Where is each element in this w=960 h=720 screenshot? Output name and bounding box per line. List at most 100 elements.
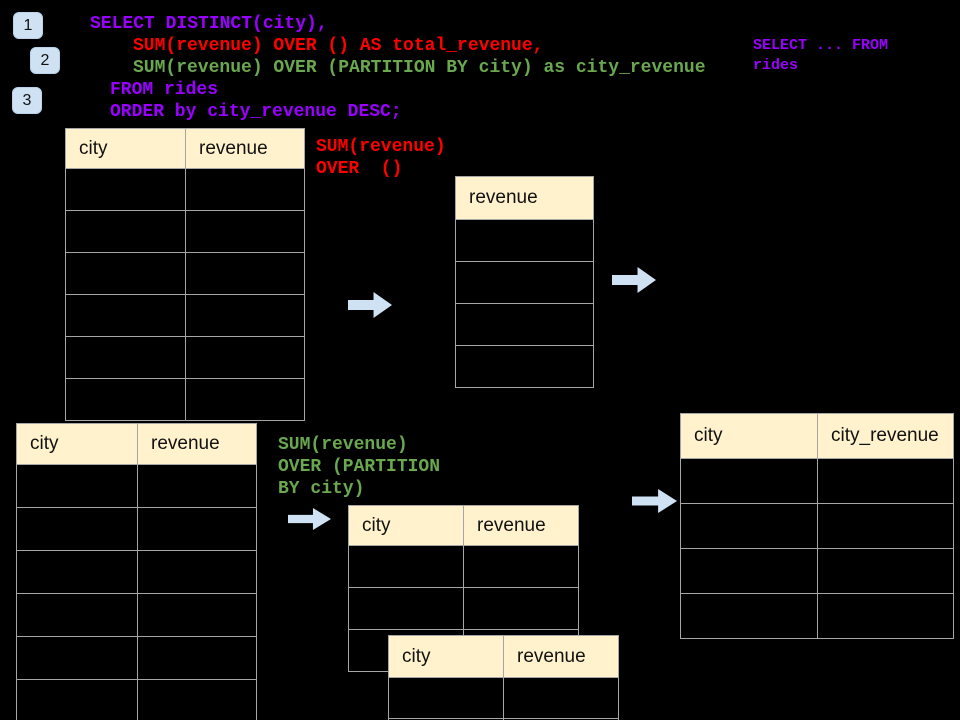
column-header-city: city [66,129,186,168]
empty-table-row [456,346,593,387]
empty-table-row [389,678,618,719]
table-result: city city_revenue [680,413,954,639]
empty-cell [66,337,186,378]
table-header-row: city revenue [17,424,256,465]
snippet-select-from: SELECT ... FROM [753,37,889,54]
empty-cell [456,346,593,387]
sql-line-sum-partition: SUM(revenue) OVER (PARTITION BY city) as… [133,58,706,78]
annotation-total-line1: SUM(revenue) [316,137,446,157]
table-header-row: revenue [456,177,593,220]
empty-table-row [681,594,953,638]
table-source-top: city revenue [65,128,305,421]
arrow-right-icon [632,489,677,513]
empty-cell [66,169,186,210]
empty-cell [138,594,256,636]
empty-cell [186,253,304,294]
empty-table-row [17,465,256,508]
empty-table-row [456,304,593,346]
table-source-bottom: city revenue [16,423,257,720]
empty-cell [818,504,953,548]
empty-cell [681,549,818,593]
empty-cell [186,169,304,210]
table-revenue-only: revenue [455,176,594,388]
sql-line-sum-total: SUM(revenue) OVER () AS total_revenue, [133,36,544,56]
empty-cell [681,594,818,638]
empty-cell [66,295,186,336]
empty-table-row [66,379,304,420]
empty-table-row [456,262,593,304]
empty-cell [456,304,593,345]
empty-table-row [66,211,304,253]
empty-cell [138,637,256,679]
empty-table-row [681,504,953,549]
arrow-right-icon [348,292,392,318]
empty-cell [17,680,138,720]
empty-cell [138,465,256,507]
empty-cell [17,465,138,507]
empty-cell [504,678,618,718]
column-header-revenue: revenue [151,433,220,454]
empty-table-row [66,337,304,379]
empty-cell [138,508,256,550]
arrow-right-icon [612,267,656,293]
empty-cell [66,253,186,294]
table-header-row: city revenue [66,129,304,169]
empty-cell [818,594,953,638]
column-header-revenue: revenue [477,514,546,536]
column-header-city: city [681,414,818,458]
step-badge-1: 1 [13,12,43,39]
empty-table-row [66,253,304,295]
empty-cell [456,262,593,303]
sql-line-order: ORDER by city_revenue DESC; [110,102,402,122]
empty-cell [349,546,464,587]
empty-cell [818,459,953,503]
column-header-city: city [349,506,464,545]
empty-cell [349,588,464,629]
annotation-partition-line2: OVER (PARTITION [278,457,441,477]
empty-table-row [17,594,256,637]
empty-cell [456,220,593,261]
empty-table-row [66,169,304,211]
empty-cell [186,379,304,420]
step-badge-2: 2 [30,47,60,74]
column-header-city: city [389,636,504,677]
annotation-total-line2: OVER () [316,159,403,179]
empty-cell [186,211,304,252]
empty-table-row [349,588,578,630]
table-partition-second: city revenue [388,635,619,720]
column-header-revenue: revenue [199,137,268,159]
empty-table-row [681,459,953,504]
empty-cell [186,337,304,378]
empty-table-row [17,680,256,720]
sql-line-select: SELECT DISTINCT(city), [90,14,328,34]
annotation-partition-line1: SUM(revenue) [278,435,408,455]
annotation-partition-line3: BY city) [278,479,365,499]
empty-cell [464,588,578,629]
empty-cell [681,459,818,503]
empty-table-row [17,637,256,680]
table-header-row: city city_revenue [681,414,953,459]
table-partition-first: city revenue [348,505,579,672]
column-header-revenue: revenue [517,645,586,667]
table-header-row: city revenue [349,506,578,546]
arrow-right-icon [288,508,331,530]
empty-cell [138,680,256,720]
empty-cell [66,211,186,252]
empty-cell [17,508,138,550]
empty-table-row [456,220,593,262]
empty-table-row [17,508,256,551]
empty-cell [138,551,256,593]
empty-cell [17,594,138,636]
empty-cell [389,678,504,718]
empty-table-row [681,549,953,594]
column-header-revenue: revenue [469,187,538,208]
empty-cell [66,379,186,420]
table-header-row: city revenue [389,636,618,678]
sql-line-from: FROM rides [110,80,219,100]
empty-table-row [349,546,578,588]
empty-cell [186,295,304,336]
column-header-city-revenue: city_revenue [831,425,939,446]
empty-cell [818,549,953,593]
empty-cell [681,504,818,548]
